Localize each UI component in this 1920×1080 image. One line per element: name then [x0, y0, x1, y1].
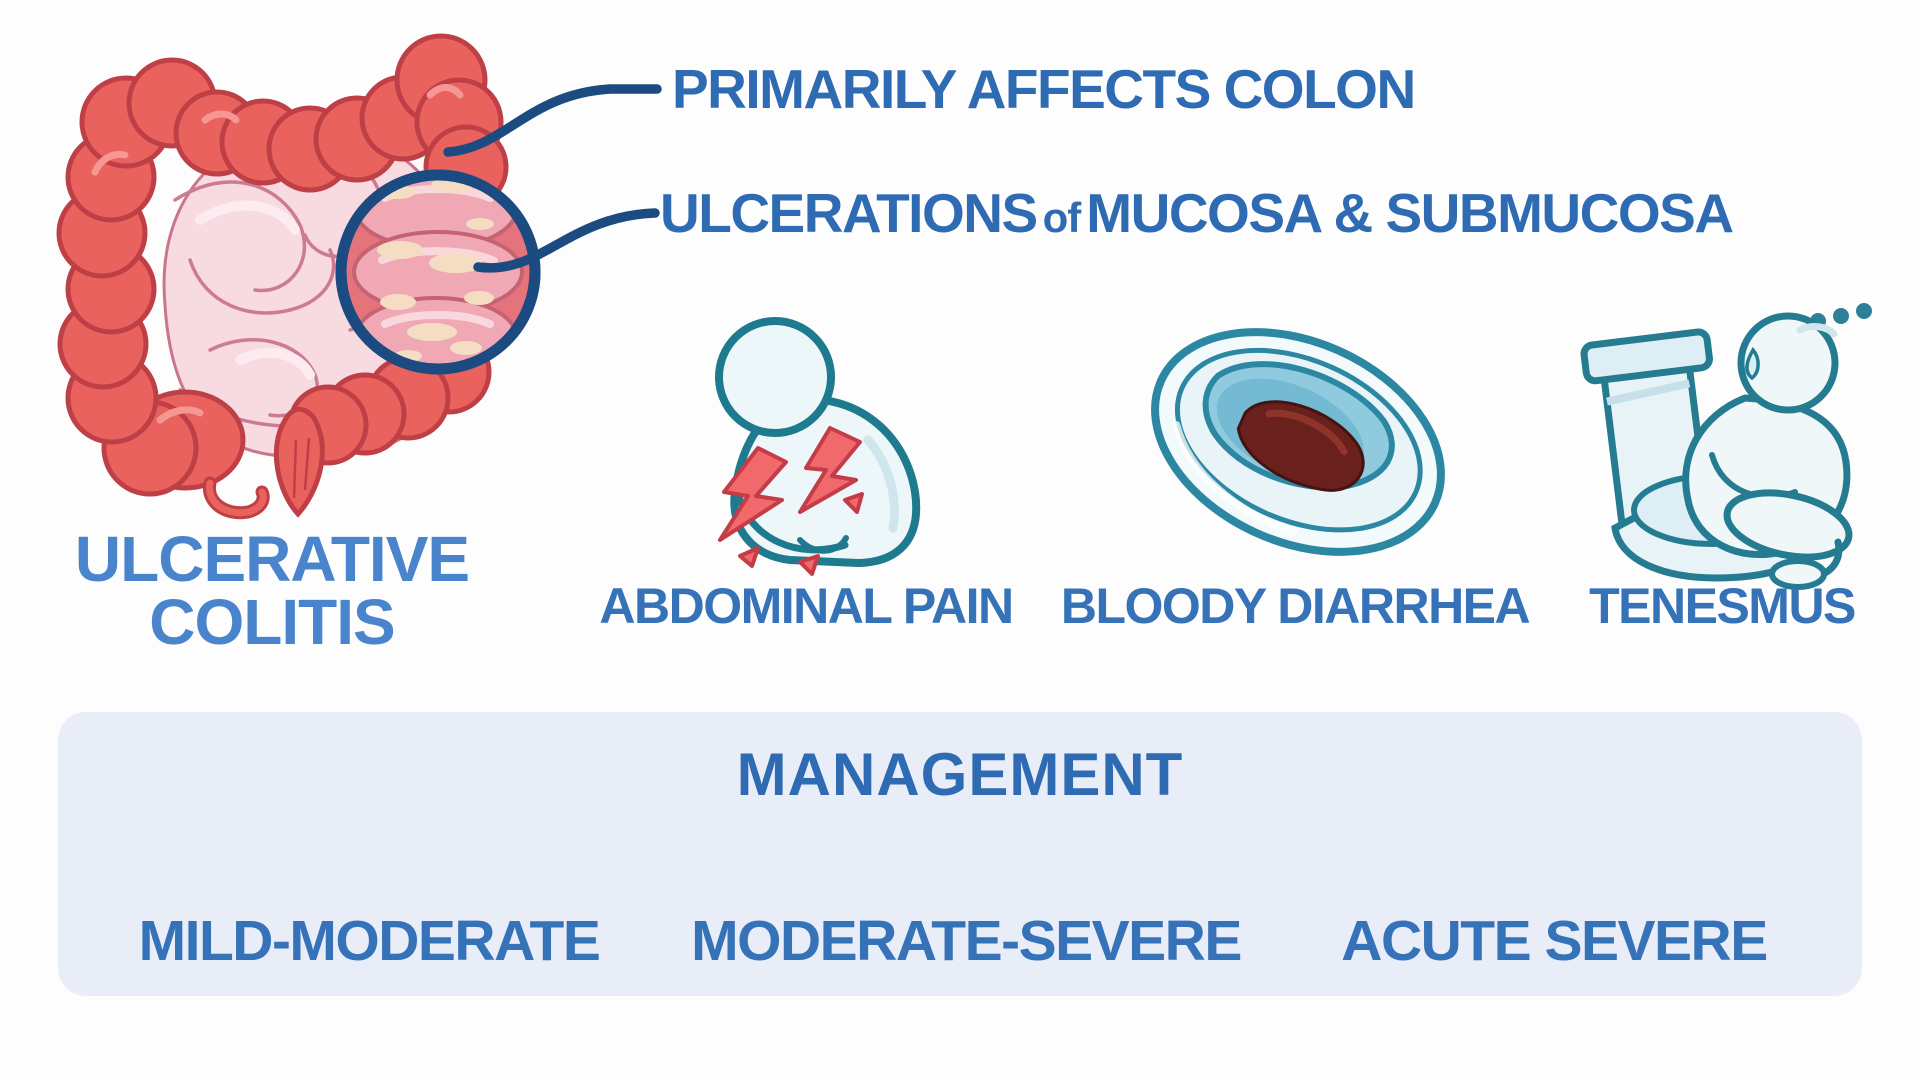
- callout-ulcerations-connector: of: [1042, 194, 1082, 241]
- management-title: MANAGEMENT: [736, 741, 1184, 808]
- title-line-2: COLITIS: [149, 585, 395, 658]
- colon-illustration: [56, 33, 662, 520]
- ulceration-magnifier-icon: [335, 169, 541, 375]
- management-branch-mild-moderate: MILD-MODERATE: [138, 909, 601, 973]
- page-title: ULCERATIVE COLITIS: [74, 523, 470, 658]
- symptom-label-abdominal-pain: ABDOMINAL PAIN: [599, 578, 1014, 634]
- callout-ulcerations-rest: MUCOSA & SUBMUCOSA: [1086, 182, 1734, 244]
- person-clutching-stomach-icon: [715, 317, 921, 576]
- bedpan-with-blood-icon: [1151, 328, 1445, 556]
- person-on-toilet-icon: [1580, 303, 1872, 590]
- callout-ulcerations-lead: ULCERATIONS: [660, 182, 1038, 244]
- title-line-1: ULCERATIVE: [74, 523, 470, 595]
- management-branch-moderate-severe: MODERATE-SEVERE: [691, 909, 1242, 973]
- management-branch-acute-severe: ACUTE SEVERE: [1341, 909, 1768, 973]
- management-panel: [58, 712, 1862, 996]
- ellipsis-dots-icon: [1810, 303, 1872, 329]
- symptom-label-bloody-diarrhea: BLOODY DIARRHEA: [1060, 578, 1531, 634]
- callout-primarily-affects-colon: PRIMARILY AFFECTS COLON: [672, 58, 1416, 120]
- symptom-label-tenesmus: TENESMUS: [1589, 578, 1856, 634]
- callout-leader-lines: [443, 84, 662, 273]
